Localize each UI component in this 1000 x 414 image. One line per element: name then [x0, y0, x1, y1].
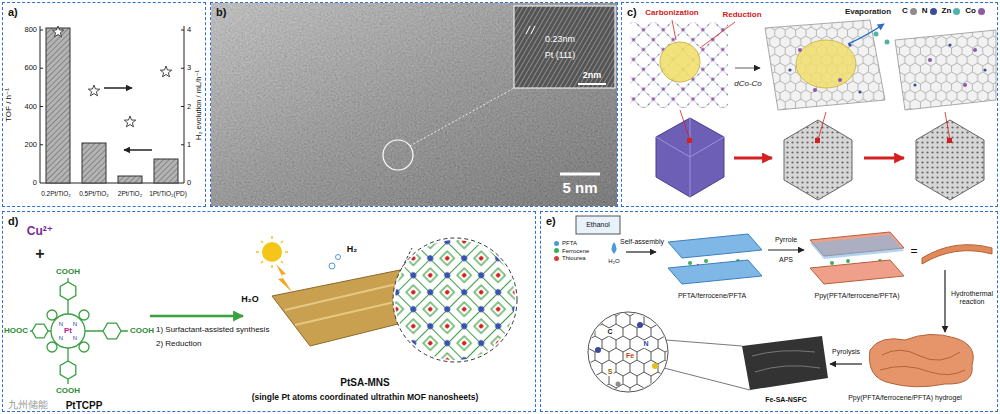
figure-label: PFTA/ferrocene/PFTA: [678, 292, 746, 300]
legend-swatch: [554, 248, 559, 253]
legend-text: N: [922, 7, 928, 16]
figure-label: 600: [24, 64, 37, 72]
figure-label: 0.2Pt/TiO₂: [41, 190, 71, 197]
figure-panel: e): [540, 211, 998, 412]
figure-label: 0.23nm: [545, 35, 575, 45]
legend-item: PFTA: [554, 240, 589, 247]
figure-label: Ppy(PFTA/ferrocene/PFTA) hydrogel: [848, 394, 962, 402]
figure-label: N: [642, 340, 649, 348]
legend-item: Zn: [942, 7, 961, 16]
legend-item: Ferrocene: [554, 248, 589, 255]
legend-swatch: [930, 8, 937, 15]
figure-label: COOH: [56, 387, 80, 396]
figure-label: 4: [187, 26, 191, 34]
figure-label: APS: [779, 256, 793, 264]
legend-item: Thiourea: [554, 255, 589, 262]
figure-label: Pyrrole: [775, 236, 797, 244]
legend-text: Co: [965, 7, 976, 16]
figure-label: 2: [187, 102, 191, 110]
figure-label: 2Pt/TiO₂: [118, 190, 142, 197]
figure-panel: b): [210, 2, 618, 207]
figure-label: PtTCPP: [66, 400, 103, 411]
figure-label: C: [606, 328, 613, 336]
figure-label: HOOC: [4, 327, 28, 336]
legend-text: Zn: [942, 7, 952, 16]
legend-swatch: [953, 8, 960, 15]
figure-label: H₂O: [241, 295, 259, 305]
figure-label: =: [910, 245, 917, 258]
figure-label: 0: [187, 179, 191, 187]
figure-label: Fe-SA-NSFC: [765, 396, 807, 404]
figure-panel: c): [621, 2, 998, 207]
figure-label: Pt: [64, 327, 72, 336]
figure-label: 5 nm: [562, 180, 597, 197]
figure-label: 1) Surfactant-assisted synthesis: [156, 326, 269, 335]
panel-letter: b): [216, 6, 226, 18]
figure-label: N: [73, 335, 77, 342]
figure-label: TOF / h⁻¹: [5, 88, 14, 122]
figure-label: 2nm: [583, 71, 602, 81]
panel-letter: c): [627, 6, 637, 18]
figure-label: 九州储能: [8, 399, 48, 410]
figure-label: Reduction: [722, 11, 761, 20]
panel-letter: d): [8, 215, 18, 227]
figure-label: Hydrothermal reaction: [949, 290, 995, 305]
figure-label: N: [59, 335, 63, 342]
figure-label: 200: [24, 141, 37, 149]
figure-label: H₂O: [608, 258, 619, 265]
figure-label: H₂: [347, 245, 358, 255]
figure-label: Carbonization: [645, 9, 698, 18]
figure-label: COOH: [56, 268, 80, 277]
figure-label: +: [35, 245, 44, 263]
figure-label: COOH: [130, 327, 154, 336]
legend-text: Thiourea: [562, 255, 586, 262]
figure-label: 3: [187, 64, 191, 72]
figure-label: N: [59, 321, 63, 328]
legend-text: C: [902, 7, 908, 16]
legend-swatch: [554, 241, 559, 246]
figure-label: Pyrolysis: [832, 348, 860, 356]
legend-item: C: [902, 7, 917, 16]
figure-label: Ppy(PFTA/ferrocene/PFTA): [815, 292, 900, 300]
legend-text: Ferrocene: [562, 248, 589, 255]
figure-label: 0.5Pt/TiO₂: [79, 190, 109, 197]
figure-label: 2) Reduction: [156, 340, 201, 349]
figure-label: H₂ evolution / mL/h⁻¹: [195, 70, 203, 140]
figure-label: (single Pt atoms coordinated ultrathin M…: [252, 393, 479, 402]
legend: PFTAFerroceneThiourea: [554, 240, 589, 262]
figure-label: 0: [33, 179, 37, 187]
figure-label: 1: [187, 141, 191, 149]
legend-swatch: [554, 256, 559, 261]
figure-label: dCo-Co: [734, 80, 762, 89]
legend-swatch: [978, 8, 985, 15]
figure-label: Evaporation: [845, 8, 891, 17]
legend-item: N: [922, 7, 937, 16]
figure-label: S: [607, 368, 614, 376]
legend: C N Zn Co: [902, 7, 985, 16]
legend-item: Co: [965, 7, 985, 16]
figure-label: 400: [24, 102, 37, 110]
panel-letter: a): [8, 6, 18, 18]
figure-label: Ethanol: [586, 221, 610, 229]
figure-label: 800: [24, 26, 37, 34]
figure-label: Cu²⁺: [27, 225, 53, 238]
figure-label: Pt (111): [545, 51, 576, 61]
figure-label: Fe: [625, 352, 635, 360]
figure-label: N: [73, 321, 77, 328]
legend-swatch: [910, 8, 917, 15]
figure-label: PtSA-MNS: [340, 377, 389, 388]
legend-text: PFTA: [562, 240, 577, 247]
figure-label: 1Pt/TiO₂(PD): [149, 190, 187, 197]
figure-label: Self-assembly: [620, 238, 664, 246]
figure-panel: d): [2, 211, 536, 412]
panel-letter: e): [546, 215, 556, 227]
